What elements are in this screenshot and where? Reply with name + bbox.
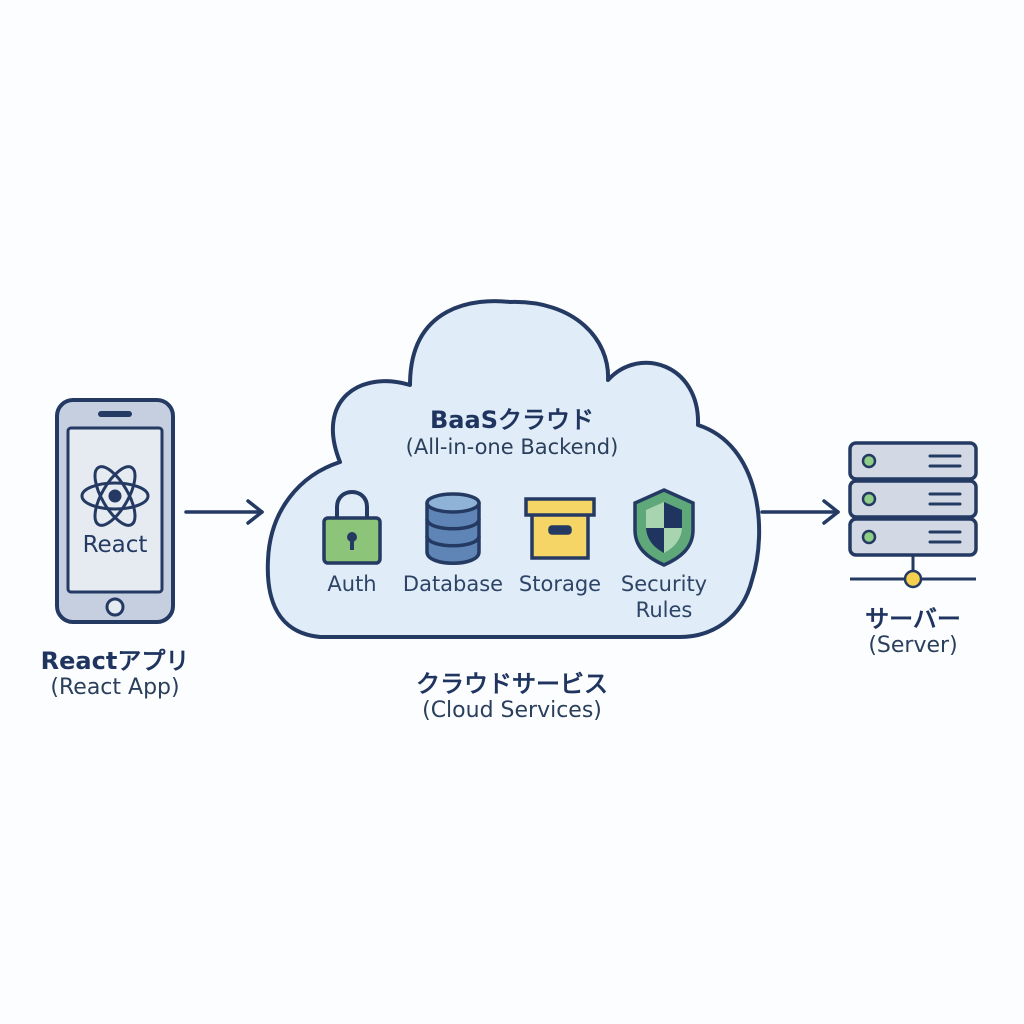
arrow-app-to-cloud bbox=[184, 499, 264, 525]
database-label: Database bbox=[402, 572, 504, 596]
security-label-line2: Rules bbox=[635, 598, 693, 622]
server-icon bbox=[848, 441, 978, 589]
storage-box-icon bbox=[524, 497, 596, 560]
cloud-subtitle: (All-in-one Backend) bbox=[405, 435, 619, 459]
lock-icon bbox=[322, 490, 382, 565]
phone-icon bbox=[55, 398, 175, 624]
react-app-title: Reactアプリ bbox=[40, 647, 190, 675]
phone-screen-label: React bbox=[82, 532, 148, 558]
cloud-shape bbox=[265, 299, 762, 639]
auth-label: Auth bbox=[327, 572, 377, 596]
server-subtitle: (Server) bbox=[868, 633, 958, 658]
database-icon bbox=[425, 492, 481, 565]
shield-icon bbox=[633, 488, 695, 567]
security-label-line1: Security bbox=[620, 572, 708, 596]
server-title: サーバー bbox=[865, 605, 961, 633]
storage-label: Storage bbox=[518, 572, 602, 596]
arrow-cloud-to-server bbox=[760, 499, 840, 525]
cloud-caption-subtitle: (Cloud Services) bbox=[422, 698, 602, 723]
react-app-subtitle: (React App) bbox=[50, 675, 180, 700]
cloud-caption-title: クラウドサービス bbox=[416, 670, 608, 698]
cloud-title: BaaSクラウド bbox=[430, 406, 594, 434]
react-atom-icon bbox=[80, 465, 150, 527]
